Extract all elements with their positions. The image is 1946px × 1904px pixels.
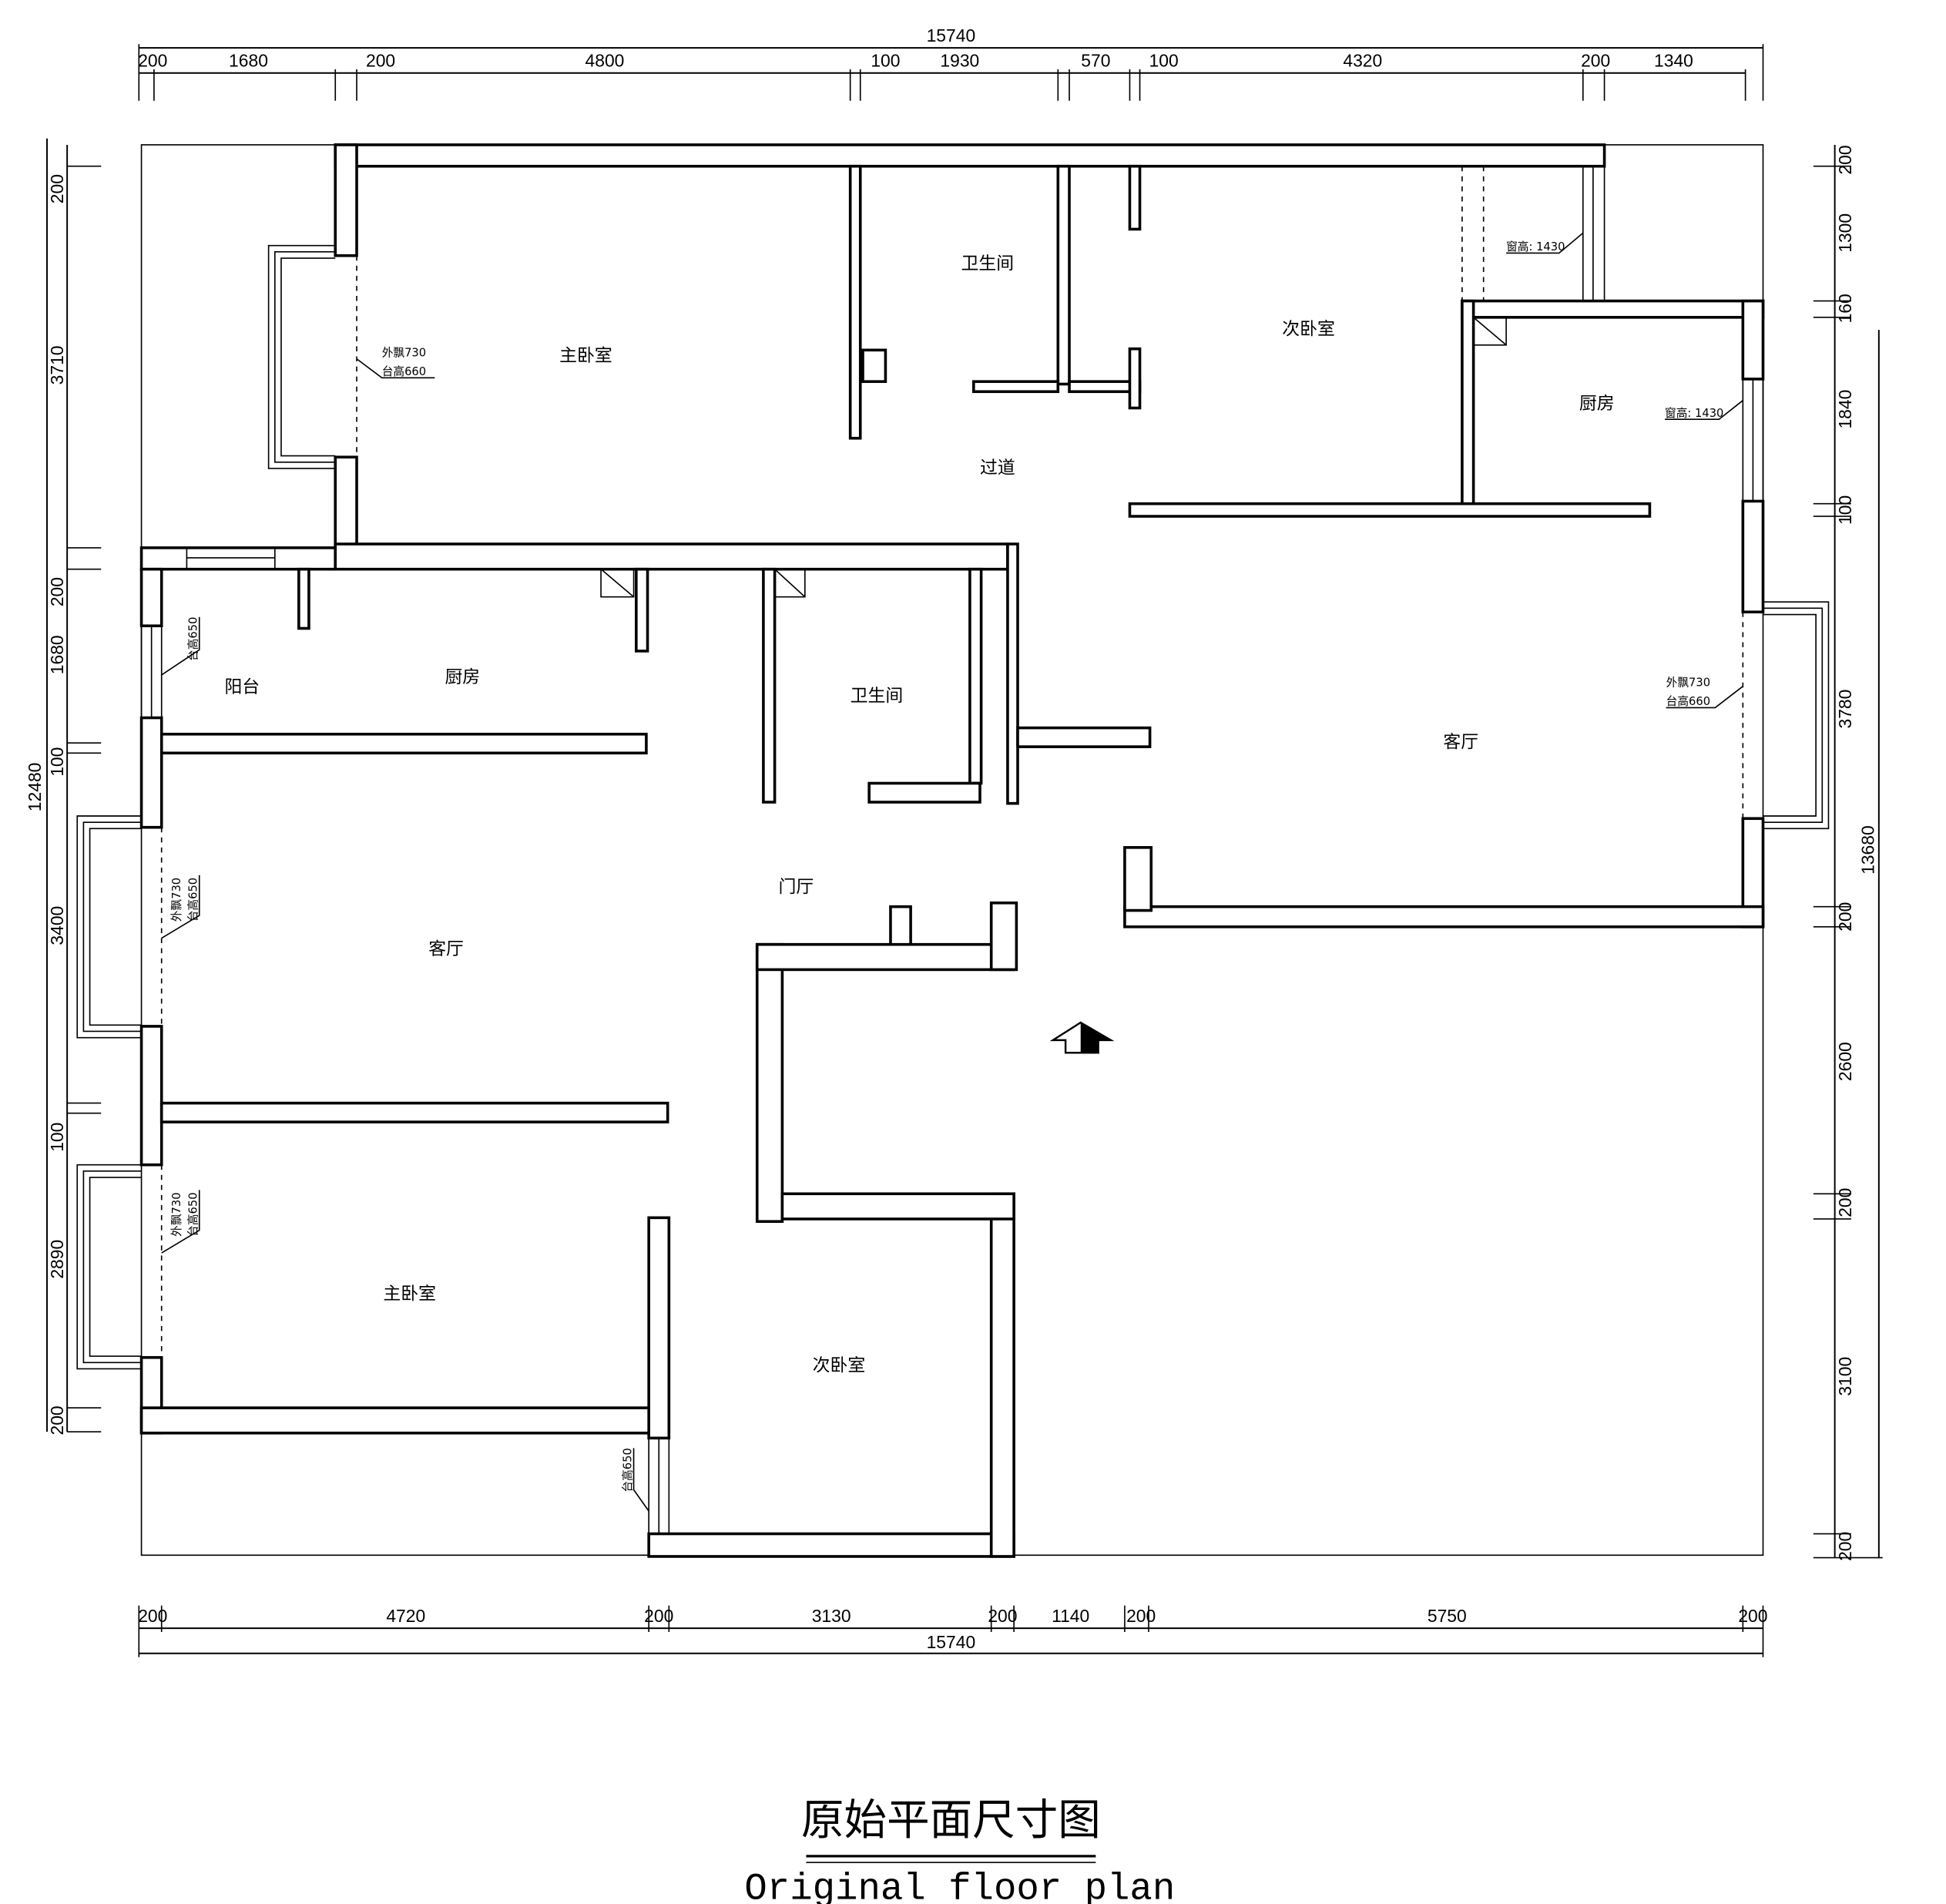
svg-text:100: 100 [1835,495,1855,525]
svg-text:3780: 3780 [1835,690,1855,729]
svg-text:台高660: 台高660 [382,365,426,378]
svg-text:外飘730: 外飘730 [382,346,426,359]
svg-text:200: 200 [138,1606,167,1626]
svg-text:1140: 1140 [1052,1606,1089,1626]
svg-text:200: 200 [47,577,67,606]
svg-text:200: 200 [1581,51,1610,71]
room-kitchen-left: 厨房 [445,667,480,687]
svg-text:外飘730: 外飘730 [1666,677,1710,690]
svg-text:200: 200 [1126,1606,1156,1626]
room-kitchen-right: 厨房 [1579,394,1615,414]
svg-text:5750: 5750 [1428,1606,1467,1626]
svg-text:3400: 3400 [47,906,67,945]
svg-text:1340: 1340 [1654,51,1693,71]
room-master-bedroom-top: 主卧室 [559,346,612,366]
walls [139,143,1765,1558]
svg-text:200: 200 [644,1606,673,1626]
svg-text:200: 200 [47,1405,67,1435]
svg-text:200: 200 [1835,145,1855,174]
svg-text:100: 100 [871,51,900,71]
dim-bottom-row: 200 4720 200 3130 200 1140 200 5750 200 [138,1606,1767,1626]
svg-text:3130: 3130 [812,1606,851,1626]
svg-text:200: 200 [47,174,67,203]
svg-text:1840: 1840 [1835,390,1855,429]
svg-text:3100: 3100 [1835,1357,1855,1396]
svg-text:200: 200 [1835,1188,1855,1217]
room-second-bedroom-top: 次卧室 [1282,320,1335,340]
svg-text:200: 200 [1835,1532,1855,1561]
room-living-right: 客厅 [1443,733,1478,753]
room-living-left: 客厅 [428,939,464,959]
svg-text:100: 100 [1149,51,1179,71]
annotations: 外飘730 台高660 窗高: 1430 窗高: 1430 外飘730 台高66… [161,232,1743,1512]
svg-text:200: 200 [366,51,395,71]
svg-text:窗高: 1430: 窗高: 1430 [1665,406,1723,420]
dim-top-total: 15740 [927,25,976,45]
room-master-bedroom-bottom: 主卧室 [383,1284,436,1305]
svg-text:1680: 1680 [47,635,67,674]
svg-text:200: 200 [1738,1606,1767,1626]
svg-text:1300: 1300 [1835,213,1855,253]
svg-text:台高650: 台高650 [186,617,200,661]
svg-text:外飘730: 外飘730 [170,878,183,922]
svg-text:200: 200 [138,51,167,71]
svg-text:570: 570 [1081,51,1110,71]
svg-text:200: 200 [988,1606,1017,1626]
flue-shafts [600,317,1507,598]
svg-text:台高650: 台高650 [621,1448,634,1492]
svg-text:4720: 4720 [386,1606,425,1626]
dim-right-total: 13680 [1857,825,1877,875]
svg-text:台高650: 台高650 [186,878,200,922]
dim-bottom-total: 15740 [927,1632,976,1652]
room-foyer: 门厅 [779,878,814,898]
svg-text:窗高: 1430: 窗高: 1430 [1506,240,1565,254]
plan-title: 原始平面尺寸图 [801,1795,1101,1845]
room-bathroom-mid: 卫生间 [851,686,904,706]
north-arrow-icon [1049,1021,1115,1054]
svg-text:2600: 2600 [1835,1042,1855,1081]
svg-text:4320: 4320 [1343,51,1382,71]
svg-text:台高650: 台高650 [186,1192,200,1236]
dim-top-row: 200 1680 200 4800 100 1930 570 100 4320 … [138,51,1693,71]
room-labels: 主卧室 卫生间 次卧室 厨房 过道 阳台 厨房 卫生间 客厅 门厅 客厅 主卧室… [224,254,1614,1376]
svg-text:台高660: 台高660 [1666,695,1710,708]
svg-text:1930: 1930 [940,51,979,71]
plan-subtitle: Original floor plan [744,1867,1175,1904]
dim-left-total: 12480 [25,763,45,812]
svg-text:100: 100 [47,1123,67,1152]
svg-text:200: 200 [1835,902,1855,932]
dim-right-column: 200 1300 160 1840 100 3780 200 2600 200 … [1835,145,1855,1560]
svg-text:2890: 2890 [47,1240,67,1279]
room-corridor: 过道 [980,458,1015,478]
svg-text:4800: 4800 [585,51,625,71]
svg-text:外飘730: 外飘730 [170,1192,183,1236]
svg-text:1680: 1680 [229,51,268,71]
svg-text:3710: 3710 [47,346,67,385]
svg-text:100: 100 [47,747,67,777]
room-balcony: 阳台 [224,677,260,697]
dim-left-column: 200 3710 200 1680 100 3400 100 2890 200 [47,174,67,1435]
dimension-lines [46,44,1883,1657]
windows [76,165,1830,1535]
room-second-bedroom-bottom: 次卧室 [813,1356,866,1376]
svg-text:160: 160 [1835,294,1855,323]
room-bathroom-top: 卫生间 [961,254,1015,274]
